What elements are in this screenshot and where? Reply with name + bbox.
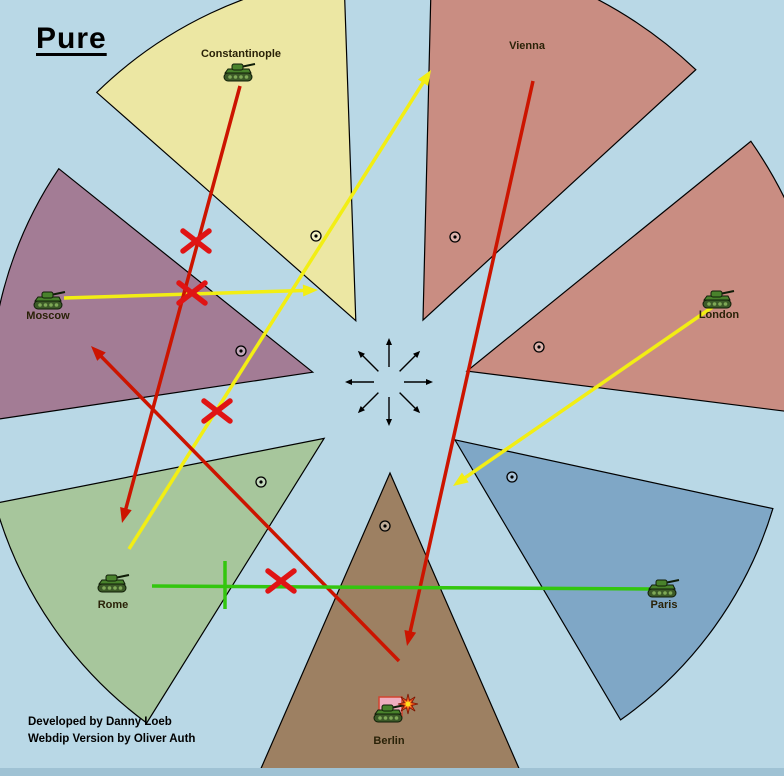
failed-order-x-icon: [201, 398, 233, 424]
failed-order-x-icon: [180, 228, 212, 254]
army-unit-paris[interactable]: [647, 579, 680, 598]
move-arrowhead: [417, 70, 431, 86]
move-arrowhead: [302, 284, 318, 297]
territory-berlin[interactable]: [258, 471, 522, 776]
territory-paris[interactable]: [453, 438, 774, 721]
territory-label-berlin: Berlin: [373, 735, 404, 747]
territory-label-constantinople: Constantinople: [201, 48, 281, 60]
territory-label-rome: Rome: [98, 599, 129, 611]
adjacency-arrow-icon: [404, 379, 433, 385]
territory-label-moscow: Moscow: [26, 310, 70, 322]
supply-center-icon-constantinople: [310, 230, 322, 242]
territory-london[interactable]: [465, 140, 784, 417]
territory-label-paris: Paris: [651, 599, 678, 611]
units-layer: [33, 63, 735, 723]
army-unit-rome[interactable]: [97, 574, 130, 593]
supply-center-icon-moscow: [235, 345, 247, 357]
territory-label-vienna: Vienna: [509, 40, 546, 52]
adjacency-arrow-icon: [345, 379, 374, 385]
territory-label-london: London: [699, 309, 740, 321]
supply-centers-layer: [235, 230, 545, 532]
move-arrowhead: [91, 346, 106, 361]
order-london-move: [453, 304, 715, 486]
order-rome-move: [127, 70, 431, 550]
adjacency-arrow-icon: [386, 397, 392, 426]
supply-center-icon-rome: [255, 476, 267, 488]
supply-center-icon-paris: [506, 471, 518, 483]
adjacency-arrow-icon: [399, 392, 421, 414]
army-unit-london[interactable]: [702, 290, 735, 309]
territory-constantinople[interactable]: [95, 0, 357, 323]
adjacency-arrow-icon: [386, 338, 392, 367]
map-title: Pure: [36, 22, 107, 55]
order-vienna-move: [404, 80, 535, 646]
dislodged-burst-core: [403, 699, 413, 709]
supply-center-icon-vienna: [449, 231, 461, 243]
center-adjacency-arrows: [345, 338, 433, 426]
territory-vienna[interactable]: [422, 0, 697, 322]
supply-center-icon-berlin: [379, 520, 391, 532]
order-berlin-move: [91, 346, 401, 663]
failed-order-x-icon: [176, 280, 208, 306]
move-arrowhead: [453, 472, 469, 486]
territory-rome[interactable]: [0, 437, 326, 724]
bottom-strip: [0, 768, 784, 776]
order-paris-support: [151, 561, 654, 609]
orders-layer: [63, 70, 715, 663]
adjacency-arrow-icon: [357, 392, 379, 414]
adjacency-arrow-icon: [399, 350, 421, 372]
credits: Developed by Danny Loeb Webdip Version b…: [28, 714, 195, 749]
army-unit-moscow[interactable]: [33, 291, 66, 310]
credit-line-1: Developed by Danny Loeb: [28, 716, 172, 728]
failed-order-x-icon: [265, 568, 297, 594]
adjacency-arrow-icon: [357, 350, 379, 372]
supply-center-icon-london: [533, 341, 545, 353]
move-arrowhead: [404, 630, 417, 646]
fail-marks-layer: [176, 228, 297, 594]
army-unit-constantinople[interactable]: [223, 63, 256, 82]
credit-line-2: Webdip Version by Oliver Auth: [28, 733, 196, 746]
bottom-strip-bar: [0, 768, 784, 776]
move-arrowhead: [120, 506, 132, 523]
